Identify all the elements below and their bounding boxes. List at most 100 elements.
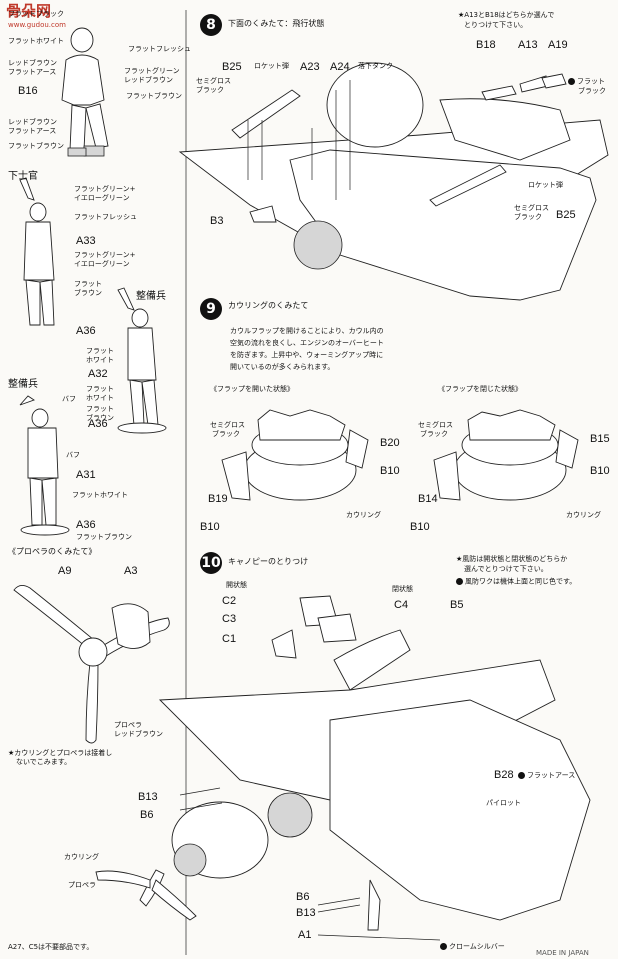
step8-note: とりつけて下さい。 (464, 21, 528, 29)
step8-label: ロケット弾 (254, 62, 289, 70)
footer-note: A27、C5は不要部品です。 (8, 943, 94, 951)
nco-label: ブラウン (74, 289, 102, 297)
part-number: A23 (300, 61, 320, 73)
nco-label: フラット (74, 280, 102, 288)
step9-paint: セミグロス (210, 421, 245, 429)
part-number: A13 (518, 39, 538, 51)
mechanic1-figure (117, 287, 167, 434)
paint-dot-icon (456, 578, 463, 585)
part-number: B16 (18, 85, 38, 97)
part-number: A1 (298, 929, 312, 941)
part-number: A36 (76, 519, 96, 531)
step10-paint: フラットアース (518, 772, 575, 780)
step-number: 8 (200, 14, 222, 36)
step10-pilot-label: パイロット (486, 799, 521, 807)
pilot-label: レッドブラウン (8, 59, 57, 67)
nco-figure (19, 177, 55, 326)
part-number: A33 (76, 235, 96, 247)
propeller-note: ★カウリングとプロペラは接着し (8, 749, 113, 757)
part-number: B10 (410, 521, 430, 533)
mechanic2-title: 整備兵 (8, 379, 38, 390)
mechanic1-title: 整備兵 (136, 291, 166, 302)
part-number: A36 (88, 418, 108, 430)
step10-propeller-label: プロペラ (68, 881, 96, 889)
step9-cowling-closed (433, 409, 579, 501)
step8-label: ブラック (578, 87, 606, 95)
part-number: B14 (418, 493, 438, 505)
part-number: B5 (450, 599, 464, 611)
pilot-figure (61, 27, 109, 157)
step8-label: ブラック (196, 86, 224, 94)
step9-paint: ブラック (212, 430, 240, 438)
pilot-label: フラットブラウン (126, 92, 182, 100)
part-number: B10 (380, 465, 400, 477)
propeller-label: レッドブラウン (114, 730, 163, 738)
step10-closed-label: 閉状態 (392, 585, 413, 593)
step10-aircraft (95, 659, 591, 941)
step9-paint: セミグロス (418, 421, 453, 429)
part-number: B10 (590, 465, 610, 477)
mechanic1-label: ホワイト (86, 394, 114, 402)
part-number: A36 (76, 325, 96, 337)
step10-open-label: 開状態 (226, 581, 247, 589)
mechanic1-label: フラット (86, 405, 114, 413)
mechanic2-label: フラットブラウン (76, 533, 132, 541)
paint-name: クロームシルバー (449, 942, 505, 951)
step9-paint: ブラック (420, 430, 448, 438)
mechanic1-label: ブラウン (86, 414, 114, 422)
part-number: B25 (556, 209, 576, 221)
step10-cowling-label: カウリング (64, 853, 99, 861)
mechanic1-label: フラット (86, 385, 114, 393)
mechanic2-figure (19, 395, 70, 536)
step8-label: フラット (568, 78, 605, 86)
paint-dot-icon (440, 943, 447, 950)
pilot-label: フラットアース (8, 68, 57, 76)
step9-open-title: 《フラップを開いた状態》 (210, 385, 294, 393)
part-number: B6 (296, 891, 310, 903)
part-number: B13 (138, 791, 158, 803)
pilot-label: フラットホワイト (8, 37, 64, 45)
footer-pagemark: MADE IN JAPAN (536, 949, 589, 957)
part-number: B13 (296, 907, 316, 919)
step8-aircraft (178, 62, 609, 301)
pilot-label: レッドブラウン (124, 76, 173, 84)
part-number: B15 (590, 433, 610, 445)
step8-label: 落下タンク (358, 62, 393, 70)
paint-dot-icon (568, 78, 575, 85)
mechanic2-label: バフ (62, 395, 76, 403)
mechanic1-label: ホワイト (86, 356, 114, 364)
paint-name: フラットアース (527, 771, 576, 780)
pilot-label: レッドブラウン (8, 118, 57, 126)
part-number: A32 (88, 368, 108, 380)
step9-desc-line: 開いているのが多くみられます。 (230, 363, 335, 371)
nco-title: 下士官 (8, 171, 38, 182)
nco-label: フラットフレッシュ (74, 213, 137, 221)
nco-label: フラットグリーン+ (74, 251, 136, 259)
part-number: B25 (222, 61, 242, 73)
step-title: カウリングのくみたて (228, 301, 309, 310)
step8-label: セミグロス (196, 77, 231, 85)
part-number: B6 (140, 809, 154, 821)
step9-cowling-label: カウリング (346, 511, 381, 519)
part-number: C2 (222, 595, 237, 607)
propeller-drawing (13, 585, 170, 744)
part-number: B20 (380, 437, 400, 449)
mechanic2-label: フラットホワイト (72, 491, 128, 499)
step-title: キャノピーのとりつけ (228, 557, 309, 566)
step10-canopy-parts (271, 595, 411, 691)
propeller-note: ないでこみます。 (16, 758, 72, 766)
mechanic2-label: バフ (66, 451, 80, 459)
part-number: B3 (210, 215, 224, 227)
step10-note: ★風防は開状態と閉状態のどちらか (456, 555, 568, 563)
part-number: C4 (394, 599, 409, 611)
step9-cowling-open (221, 409, 369, 501)
paint-dot-icon (518, 772, 525, 779)
step10-paint: クロームシルバー (440, 943, 505, 951)
pilot-label: フラットグリーン (124, 67, 180, 75)
part-number: A19 (548, 39, 568, 51)
part-number: A24 (330, 61, 350, 73)
watermark-url: www.gudou.com (8, 21, 66, 29)
nco-label: イエローグリーン (74, 260, 130, 268)
step8-label: セミグロス (514, 204, 549, 212)
